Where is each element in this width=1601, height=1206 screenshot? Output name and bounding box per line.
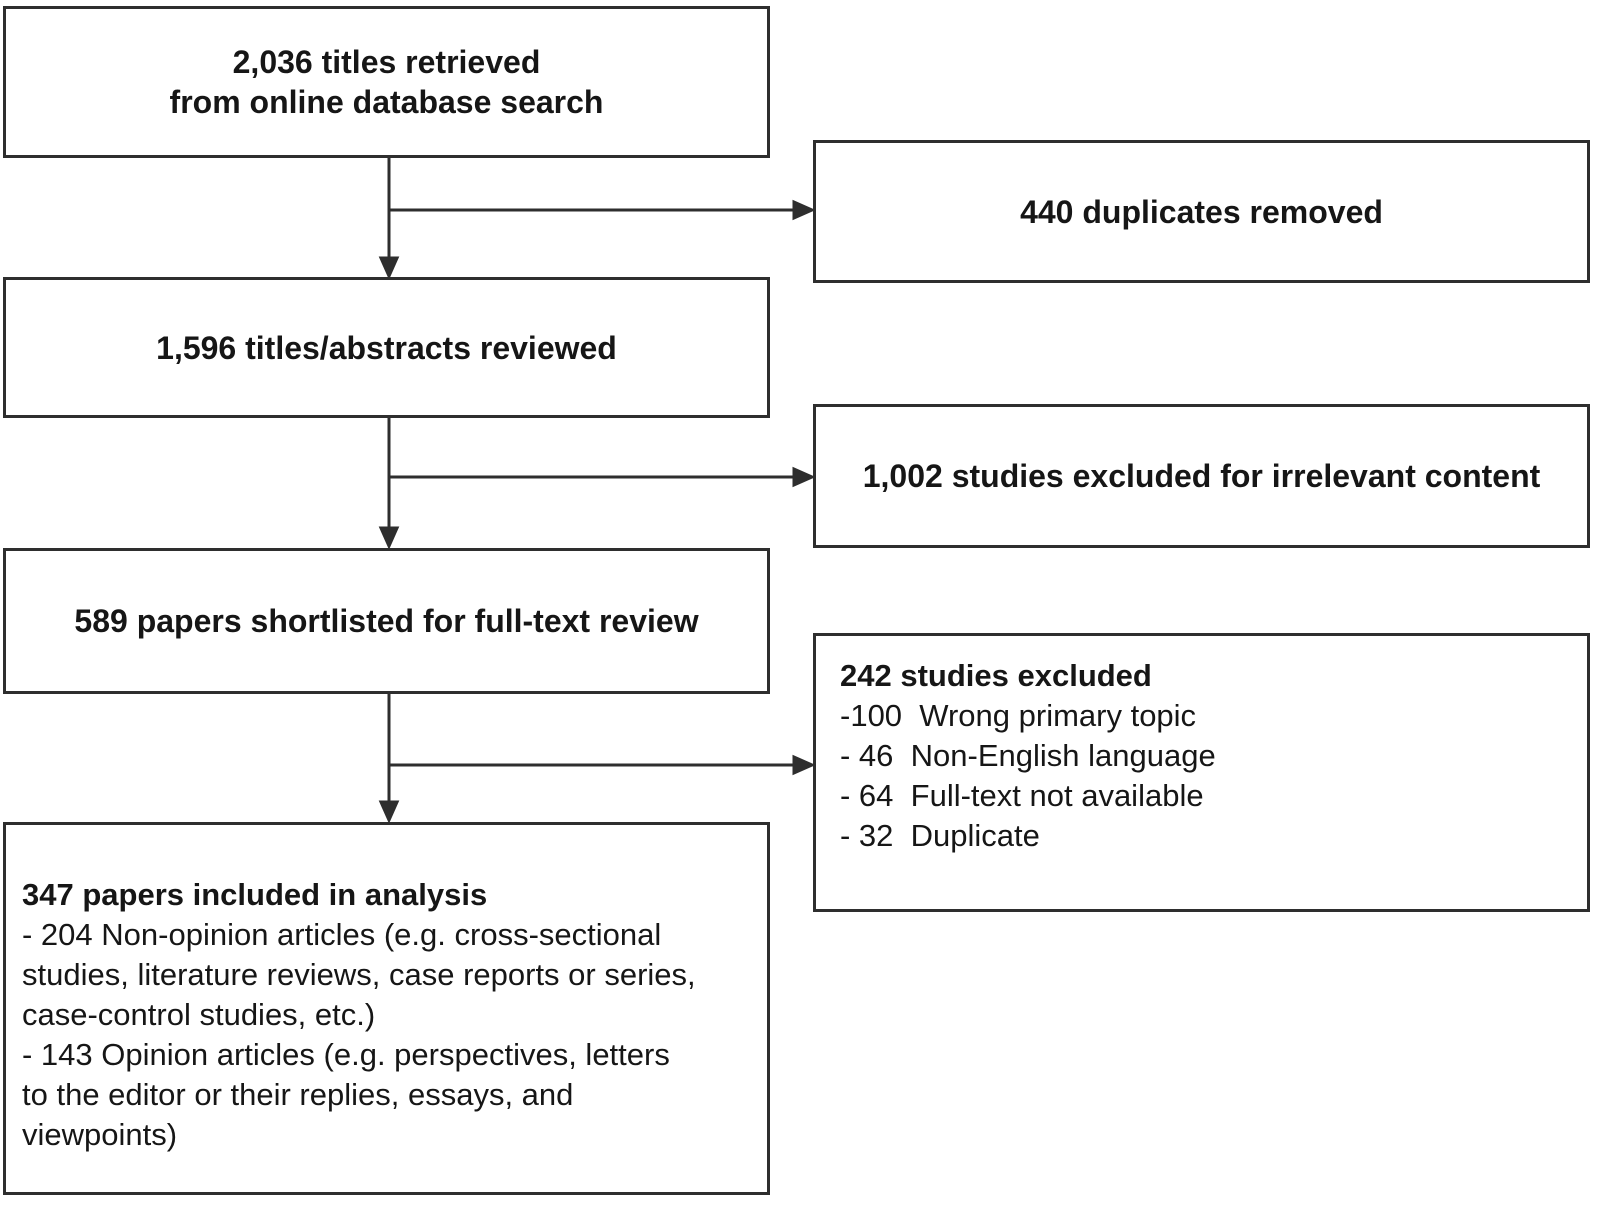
flow-box-excluded-fulltext: 242 studies excluded -100 Wrong primary … — [813, 633, 1590, 912]
arrow-shortlisted-to-included-head — [378, 800, 400, 824]
fulltext-shortlist-label: 589 papers shortlisted for full-text rev… — [74, 603, 699, 639]
arrow-reviewed-to-shortlisted-head — [378, 526, 400, 550]
duplicates-removed-label: 440 duplicates removed — [1020, 193, 1383, 230]
titles-reviewed-label: 1,596 titles/abstracts reviewed — [156, 329, 617, 366]
papers-included-heading: 347 papers included in analysis — [22, 877, 488, 912]
arrow-to-excluded-head — [792, 754, 816, 776]
excluded-irrelevant-label: 1,002 studies excluded for irrelevant co… — [862, 458, 1541, 494]
excluded-item-wrong-topic: -100 Wrong primary topic — [840, 698, 1197, 733]
arrow-to-duplicates-head — [792, 199, 816, 221]
flow-box-duplicates-removed: 440 duplicates removed — [813, 140, 1590, 283]
excluded-item-duplicate: - 32 Duplicate — [840, 818, 1040, 853]
excluded-fulltext-heading: 242 studies excluded — [840, 658, 1152, 693]
flow-box-fulltext-shortlist: 589 papers shortlisted for full-text rev… — [3, 548, 770, 694]
flow-box-titles-reviewed: 1,596 titles/abstracts reviewed — [3, 277, 770, 418]
flow-box-papers-included: 347 papers included in analysis - 204 No… — [3, 822, 770, 1195]
arrow-retrieved-to-reviewed-head — [378, 256, 400, 280]
titles-retrieved-label: 2,036 titles retrieved from online datab… — [169, 44, 604, 120]
flow-box-excluded-irrelevant: 1,002 studies excluded for irrelevant co… — [813, 404, 1590, 548]
excluded-item-non-english: - 46 Non-English language — [840, 738, 1216, 773]
excluded-item-no-fulltext: - 64 Full-text not available — [840, 778, 1204, 813]
arrow-to-irrelevant-head — [792, 466, 816, 488]
papers-included-item-opinion: - 143 Opinion articles (e.g. perspective… — [22, 1037, 670, 1152]
papers-included-item-non-opinion: - 204 Non-opinion articles (e.g. cross-s… — [22, 917, 696, 1032]
flow-box-titles-retrieved: 2,036 titles retrieved from online datab… — [3, 6, 770, 158]
